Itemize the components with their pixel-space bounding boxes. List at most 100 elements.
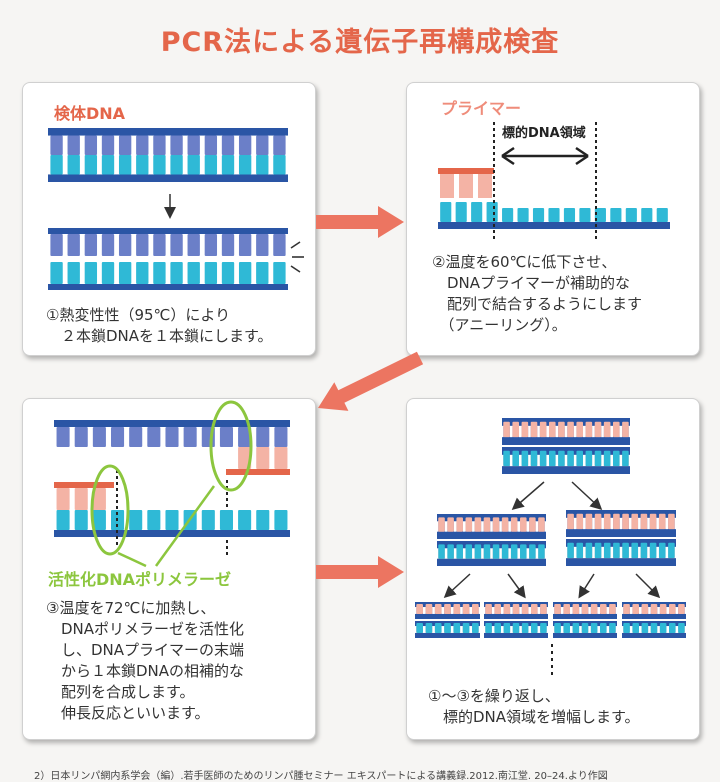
annealing-description: ②温度を60℃に低下させ、 DNAプライマーが補助的な 配列で結合するようにしま… <box>432 253 643 334</box>
base <box>56 427 70 447</box>
base <box>219 427 233 447</box>
primer-label: プライマー <box>441 99 522 118</box>
base <box>540 623 547 633</box>
strand-backbone <box>48 228 288 234</box>
base <box>204 135 218 155</box>
base <box>494 604 502 614</box>
base <box>84 155 98 175</box>
base <box>554 604 561 614</box>
base <box>129 510 143 530</box>
strand-backbone <box>437 558 546 566</box>
base <box>650 604 658 614</box>
base <box>67 155 80 175</box>
base <box>658 542 666 559</box>
amplify-arrow <box>443 573 471 599</box>
base <box>273 262 286 284</box>
base <box>603 542 611 559</box>
base <box>558 450 565 467</box>
base <box>613 542 620 559</box>
strand-backbone <box>566 529 676 537</box>
denaturation-description: ①熱変性性（95℃）により ２本鎖DNAを１本鎖にします。 <box>46 306 273 345</box>
base <box>219 510 233 530</box>
base <box>56 510 70 530</box>
base <box>520 517 527 532</box>
base <box>649 542 657 559</box>
source-citation: 2）日本リンパ網内系学会（編）.若手医師のためのリンパ腫セミナー エキスパートに… <box>34 771 608 782</box>
base <box>594 513 602 530</box>
base <box>444 623 451 633</box>
dna-separated-strands <box>48 228 304 290</box>
base <box>521 623 529 633</box>
base <box>238 427 252 447</box>
amplification-description: ①〜③を繰り返し、 標的DNA領域を増幅します。 <box>428 687 640 726</box>
base <box>438 544 445 559</box>
base <box>472 604 479 614</box>
base <box>512 604 520 614</box>
base <box>567 513 574 530</box>
base <box>434 604 442 614</box>
base <box>453 604 461 614</box>
base <box>67 234 80 256</box>
base <box>585 421 593 438</box>
base <box>474 544 482 559</box>
strand-backbone <box>502 447 630 455</box>
base <box>623 623 630 633</box>
base <box>256 155 269 175</box>
base <box>512 450 520 467</box>
base <box>530 450 538 467</box>
base <box>641 604 649 614</box>
base <box>622 450 629 467</box>
base <box>256 262 269 284</box>
base <box>256 427 270 447</box>
base <box>153 234 166 256</box>
base <box>625 208 637 222</box>
base <box>579 208 591 222</box>
base <box>581 623 589 633</box>
strand-backbone <box>437 541 546 549</box>
base <box>503 604 511 614</box>
base <box>576 421 584 438</box>
primer-base <box>478 174 492 198</box>
base <box>455 202 467 222</box>
base <box>50 234 63 256</box>
base <box>183 427 197 447</box>
base <box>520 544 527 559</box>
base <box>563 623 571 633</box>
primer-backbone <box>226 469 290 475</box>
dna-double-strand-initial <box>48 128 288 182</box>
base <box>540 604 547 614</box>
base <box>530 421 538 438</box>
base <box>610 208 622 222</box>
base <box>256 234 269 256</box>
strand-backbone <box>484 613 548 619</box>
base <box>548 208 560 222</box>
new-base <box>256 447 270 469</box>
base <box>204 262 218 284</box>
base <box>434 623 442 633</box>
base <box>147 427 161 447</box>
base <box>554 623 561 633</box>
base <box>632 604 640 614</box>
base <box>416 604 423 614</box>
strand-backbone <box>437 514 546 522</box>
base <box>170 262 183 284</box>
base <box>456 544 463 559</box>
base <box>201 510 215 530</box>
base <box>462 623 470 633</box>
base <box>438 517 445 532</box>
arrow-panel1-to-2 <box>316 206 404 238</box>
base <box>585 513 593 530</box>
base <box>472 623 479 633</box>
base <box>274 427 288 447</box>
base <box>532 208 545 222</box>
base <box>447 517 454 532</box>
pcr-product-level2 <box>566 510 676 566</box>
base <box>567 421 574 438</box>
base <box>622 513 629 530</box>
base <box>453 623 461 633</box>
base <box>612 421 620 438</box>
base <box>668 513 675 530</box>
base <box>609 623 616 633</box>
base <box>444 604 451 614</box>
